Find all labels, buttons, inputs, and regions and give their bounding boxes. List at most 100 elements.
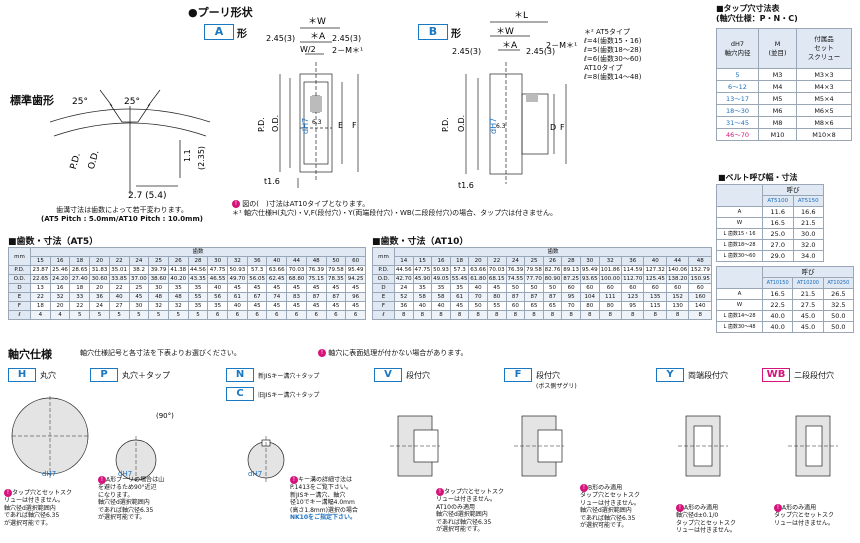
at10-cell: O.D. [372, 274, 395, 284]
at10-cell: 35 [412, 283, 433, 293]
at10-cell: 152.79 [688, 265, 712, 275]
at10-cell: 123 [620, 292, 645, 302]
at10-cell: 60 [598, 283, 623, 293]
at5-cell: 35.01 [108, 265, 130, 275]
tap-cell: M5 [758, 92, 797, 105]
info-icon: ! [4, 489, 12, 497]
note-f: !B形のみ適用 タップ穴とセットスク リューは付きません。 軸穴径d選択範囲内 … [580, 484, 680, 530]
at5-cell: 40.20 [167, 274, 189, 284]
at5-teeth-col: 48 [305, 256, 327, 266]
belt-col: AT5100 [762, 195, 794, 207]
at5-cell: 94.25 [345, 274, 366, 284]
at5-cell: 20 [89, 283, 110, 293]
dh7-p: dH7 [118, 470, 132, 478]
at10-cell: 87.25 [561, 274, 581, 284]
at10-cell: 24 [394, 283, 414, 293]
at10-teeth-col: 15 [412, 256, 433, 266]
note-p-line: A形プーリの場合は山 [106, 476, 165, 484]
at5-cell: 45 [325, 283, 347, 293]
at5-cell: 22 [69, 301, 91, 311]
at5-cell: F [8, 301, 31, 311]
at5-cell: 22.65 [30, 274, 51, 284]
at5-cell: 27 [108, 301, 130, 311]
at5-teeth-col: 30 [207, 256, 229, 266]
at5-cell: 6 [325, 310, 347, 320]
at5-teeth-col: 36 [246, 256, 268, 266]
at5-cell: 48 [148, 292, 169, 302]
info-icon: ! [98, 476, 106, 484]
note-h-line: 軸穴径d選択範囲内 [4, 504, 56, 512]
at10-cell: 82.76 [542, 265, 563, 275]
belt-cell: L 歯数30～48 [716, 321, 763, 333]
at10-cell: 76.39 [505, 265, 526, 275]
belt-cell: 16.6 [792, 206, 824, 218]
tooth-profile-drawing: 25° 25° O.D. P.D. 1.1 (2.35) 2.7 (5.4) [49, 89, 211, 201]
note-f-line: B形のみ適用 [588, 484, 623, 492]
tap-header: 付属品 セット スクリュー [796, 28, 852, 69]
belt-cell: 11.6 [762, 206, 794, 218]
at5-teeth-col: 16 [49, 256, 71, 266]
at5-teeth-col: 26 [167, 256, 189, 266]
note-wb-line: リューは付きません。 [774, 519, 834, 527]
dim-245-a-left: 2.45(3) [266, 34, 295, 43]
belt-cell: 50.0 [822, 321, 855, 333]
surface-note: 軸穴に表面処理が付かない場合があります。 [328, 349, 468, 357]
spec-y-label: 両端段付穴 [688, 370, 728, 380]
dim-t16-a: t1.6 [264, 177, 280, 186]
at-note: ＊² AT5タイプ [584, 28, 631, 36]
note-v-line: リューは付きません。 [436, 496, 496, 503]
spec-p-label: 丸穴＋タップ [122, 370, 170, 380]
shaft-subtitle: 軸穴仕様記号と各寸法を下表よりお選びください。 [80, 349, 241, 357]
dim-t16-b: t1.6 [458, 181, 474, 190]
dim-w-b: ＊W [496, 27, 514, 37]
at10-cell: 63.66 [468, 265, 488, 275]
belt-cell: W [716, 299, 763, 311]
at10-cell: 95 [620, 301, 645, 311]
at5-cell: 5 [89, 310, 110, 320]
at10-cell: 70.03 [486, 265, 507, 275]
belt-cell: 21.5 [792, 217, 824, 229]
at10-cell: 140 [688, 301, 712, 311]
at5-teeth-col: 24 [128, 256, 150, 266]
tooth-angle-left: 25° [72, 97, 88, 107]
note-h-line: であれば軸穴径6.35 [4, 512, 60, 519]
at10-teeth-col: 14 [394, 256, 414, 266]
at10-cell: 127.32 [643, 265, 667, 275]
at5-cell: 24 [89, 301, 110, 311]
at5-teeth-col: 18 [69, 256, 91, 266]
type-a-box: A [204, 24, 234, 40]
at5-cell: 57.3 [246, 265, 268, 275]
spec-c-code: C [226, 387, 254, 401]
at5-cell: 28.65 [69, 265, 91, 275]
at10-cell: 8 [688, 310, 712, 320]
dim-pd-b: P.D. [441, 117, 450, 132]
at10-cell: 95.49 [579, 265, 600, 275]
at10-cell: 60 [579, 283, 600, 293]
note-v-line: AT10のみ適用 [436, 503, 475, 511]
dim-l-b: ＊L [514, 11, 528, 21]
at10-cell: 93.65 [579, 274, 600, 284]
shaft-drawings: dH7 dH7 (90°) dH7 [11, 396, 838, 484]
at10-teeth-col: 26 [542, 256, 563, 266]
at10-cell: 50 [542, 283, 563, 293]
at10-cell: ℓ [372, 310, 395, 320]
at5-cell: 45 [128, 292, 150, 302]
at10-cell: 44.56 [394, 265, 414, 275]
at-note: ℓ=4(歯数15・16) [584, 37, 642, 45]
at10-teeth-col: 30 [579, 256, 600, 266]
at10-cell: 8 [579, 310, 600, 320]
at10-teeth-col: 22 [486, 256, 507, 266]
at5-cell: 45 [305, 301, 327, 311]
at5-cell: 67 [246, 292, 268, 302]
at10-cell: 61.80 [468, 274, 488, 284]
at10-cell: 47.75 [412, 265, 433, 275]
at-note: ℓ=5(歯数18～28) [584, 46, 642, 54]
info-icon: ! [290, 476, 298, 484]
